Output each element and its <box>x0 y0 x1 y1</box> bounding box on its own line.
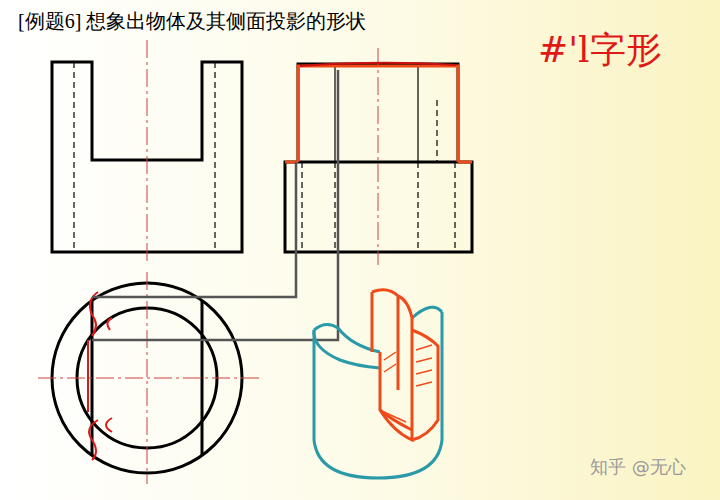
handwritten-note: #'l字形 <box>538 26 662 75</box>
solid-sketch <box>314 290 442 478</box>
hand-marks <box>88 292 112 460</box>
watermark: 知乎 @无心 <box>590 455 686 479</box>
top-view <box>38 272 262 484</box>
projection-lines <box>92 70 338 340</box>
front-view <box>52 40 242 265</box>
side-view <box>285 48 472 265</box>
title: [例题6] 想象出物体及其侧面投影的形状 <box>18 8 366 35</box>
